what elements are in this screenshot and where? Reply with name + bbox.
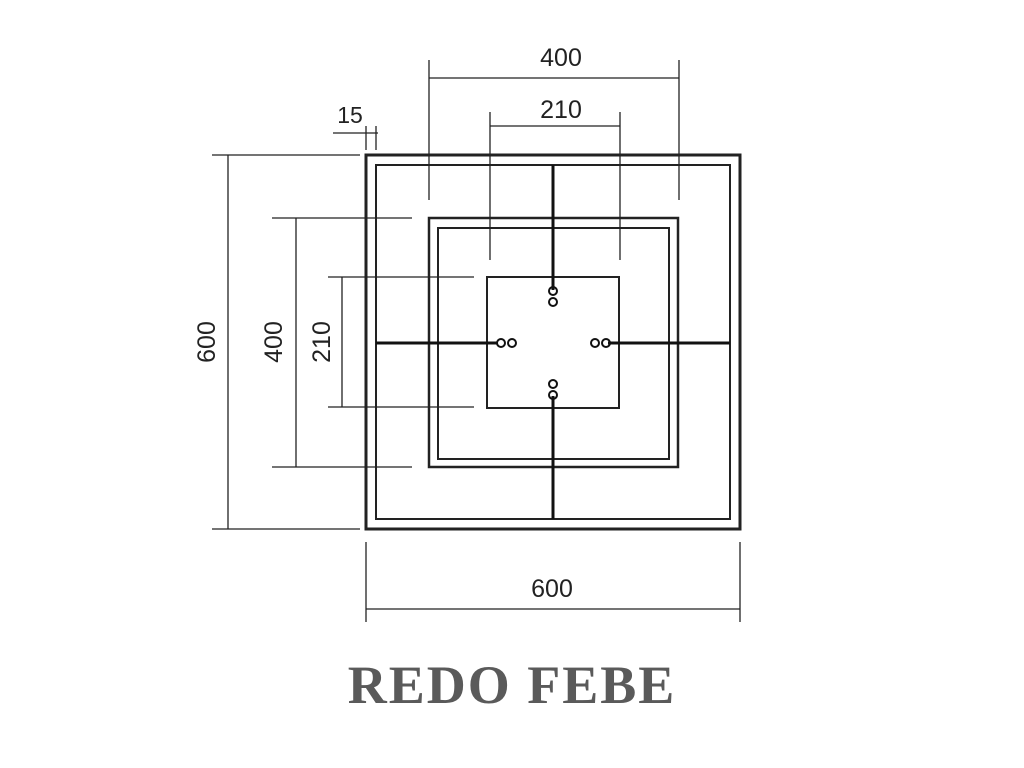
dimension-bottom (365, 542, 741, 622)
dimension-label-left-mid: 400 (260, 321, 288, 363)
bolt-rings (496, 286, 611, 400)
dimension-left-inner (328, 276, 474, 408)
brand-title: REDO FEBE (347, 655, 677, 715)
dimension-offset (333, 126, 378, 150)
dimension-label-bottom: 600 (531, 575, 573, 603)
cross-bars (376, 165, 730, 519)
dimension-left-outer (212, 154, 360, 530)
dimension-label-offset: 15 (337, 102, 363, 128)
dimension-label-left-outer: 600 (193, 321, 221, 363)
dimension-top-inner (489, 112, 621, 260)
dimension-label-left-inner: 210 (308, 321, 336, 363)
dimension-top-outer (428, 60, 680, 200)
dimension-left-mid (272, 217, 412, 468)
dimension-label-top-inner: 210 (540, 96, 582, 124)
dimension-label-top-outer: 400 (540, 44, 582, 72)
